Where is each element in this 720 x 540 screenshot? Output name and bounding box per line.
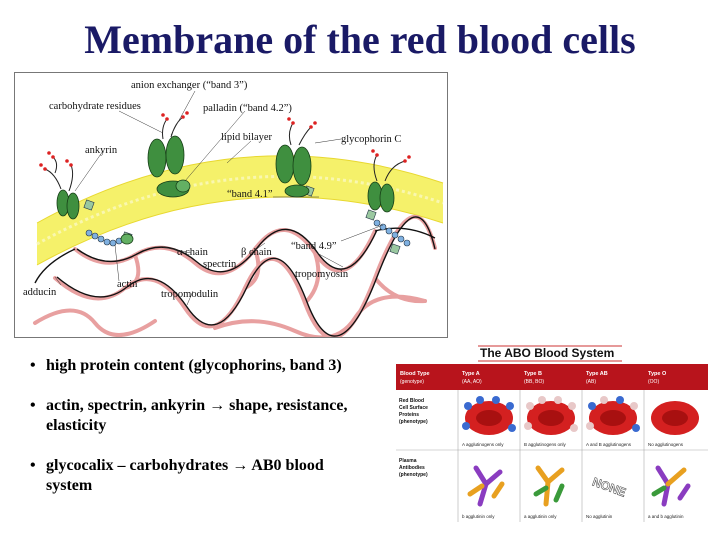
glycophorin-c-protein [367,181,395,213]
abo-row-label-line: (phenotype) [399,419,428,425]
label-beta-chain: β chain [241,247,272,258]
leader-lines [54,90,384,306]
rbc-type-a [462,396,516,435]
abo-caption: No agglutinin [586,514,613,519]
abo-row-label-line: Proteins [399,412,419,418]
membrane-svg: anion exchanger (“band 3”) carbohydrate … [23,80,444,337]
label-tropomodulin: tropomodulin [161,289,219,300]
label-actin: actin [117,279,138,290]
abo-header-sub: (AB) [586,379,596,385]
bullet-item: high protein content (glycophorins, band… [30,356,370,376]
spectrin-backbone [34,216,436,337]
label-band-49: “band 4.9” [291,241,337,252]
label-lipid-bilayer: lipid bilayer [221,132,273,143]
abo-header-sub: (OO) [648,379,659,385]
abo-row2-captions: b agglutinin only a agglutinin only No a… [462,514,684,519]
band3-protein-left [147,135,191,198]
label-alpha-chain: α chain [177,247,209,258]
abo-header-sub: (BB, BO) [524,379,544,385]
label-tropomyosin: tropomyosin [295,269,349,280]
abo-row-label-line: Antibodies [399,465,425,471]
abo-header-name: Type B [524,371,542,377]
antibody-anti-a [533,465,565,507]
bullet-item: glycocalix – carbohydrates → AB0 blood s… [30,456,370,496]
label-adducin: adducin [23,287,57,298]
abo-row1-label: Red Blood Cell Surface Proteins (phenoty… [399,398,428,425]
abo-caption: A agglutinogens only [462,442,504,447]
band3-protein-right [275,144,312,198]
label-spectrin: spectrin [203,259,237,270]
abo-row-label-line: Cell Surface [399,405,428,411]
abo-caption: No agglutinogens [648,442,684,447]
abo-blood-system-figure: The ABO Blood System Blood Type (genotyp… [396,344,708,522]
rbc-type-o [651,401,699,435]
abo-title: The ABO Blood System [480,346,614,360]
antibody-anti-a-and-b [651,465,691,507]
abo-header-name: Blood Type [400,371,430,377]
rbc-type-ab [586,396,640,435]
label-anion-exchanger: anion exchanger (“band 3”) [131,80,248,91]
abo-header-name: Type AB [586,371,608,377]
abo-row-label-line: Plasma [399,458,417,464]
antibody-anti-b [467,465,505,507]
abo-row-label-line: (phenotype) [399,472,428,478]
abo-none-text: NONE [590,475,627,500]
slide-title: Membrane of the red blood cells [84,17,636,62]
abo-caption: A and B agglutinogens [586,442,632,447]
actin-junction-left [85,229,123,247]
abo-caption: a and b agglutinin [648,514,684,519]
abo-caption: B agglutinogens only [524,442,567,447]
label-carbohydrate-residues: carbohydrate residues [49,101,141,112]
bullet-list: high protein content (glycophorins, band… [30,356,370,516]
label-ankyrin: ankyrin [85,145,118,156]
abo-header-cells: Blood Type (genotype) Type A (AA, AO) Ty… [400,371,667,385]
bullet-item: actin, spectrin, ankyrin → shape, resist… [30,396,370,436]
label-glycophorin-c: glycophorin C [341,134,401,145]
abo-header-name: Type A [462,371,480,377]
abo-row-label-line: Red Blood [399,398,424,404]
label-band-41: “band 4.1” [227,189,273,200]
carbohydrate-dots [39,111,411,171]
label-palladin: palladin (“band 4.2”) [203,103,292,114]
abo-header-bar [396,364,708,390]
rbc-type-b [524,396,578,435]
abo-caption: b agglutinin only [462,514,495,519]
abo-row2-label: Plasma Antibodies (phenotype) [399,458,428,478]
lipid-bilayer-band [37,155,443,265]
abo-header-name: Type O [648,371,667,377]
abo-header-sub: (AA, AO) [462,379,482,385]
abo-row1-captions: A agglutinogens only B agglutinogens onl… [462,442,684,447]
membrane-diagram: anion exchanger (“band 3”) carbohydrate … [14,72,448,338]
ankyrin-protein [56,189,134,245]
abo-header-sub: (genotype) [400,379,424,385]
abo-grid [396,390,708,522]
abo-svg: The ABO Blood System Blood Type (genotyp… [396,345,708,522]
abo-caption: a agglutinin only [524,514,557,519]
